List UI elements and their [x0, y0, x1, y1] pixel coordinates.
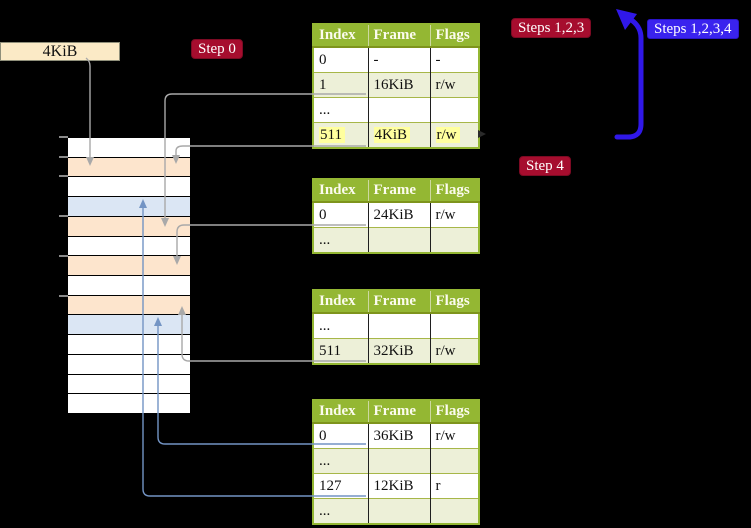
- highlighted-value: r/w: [435, 126, 460, 143]
- table-header-row: Index Frame Flags: [313, 400, 479, 424]
- table-cell: ...: [313, 312, 368, 339]
- table-row: 0 24KiB r/w: [313, 201, 479, 228]
- table-cell: [429, 312, 479, 339]
- column-header-frame: Frame: [367, 179, 430, 203]
- table-row: 1 16KiB r/w: [313, 72, 479, 98]
- table-cell: r/w: [429, 122, 479, 148]
- table-cell: 24KiB: [367, 201, 430, 228]
- column-header-index: Index: [313, 290, 368, 314]
- column-header-index: Index: [313, 179, 368, 203]
- memory-frame-row: [68, 276, 190, 296]
- memory-frame-row: [68, 157, 190, 178]
- table-cell: 511: [313, 122, 368, 148]
- table-cell: [429, 448, 479, 474]
- highlighted-value: 4KiB: [373, 126, 411, 143]
- column-header-frame: Frame: [367, 290, 430, 314]
- memory-frame-row: [68, 315, 190, 336]
- badge-step-4: Step 4: [519, 156, 571, 176]
- table-cell: 12KiB: [367, 473, 430, 499]
- memory-frame-row: [68, 236, 190, 257]
- table-cell: 0: [313, 46, 368, 73]
- memory-frame-row: [68, 216, 190, 237]
- memory-frame-row: [68, 354, 190, 375]
- table-cell: [367, 312, 430, 339]
- table-cell: [367, 498, 430, 524]
- table-cell: 0: [313, 422, 368, 449]
- memory-frame-row: [68, 138, 190, 158]
- table-cell: 1: [313, 72, 368, 98]
- table-cell: r/w: [429, 338, 479, 364]
- table-cell: 32KiB: [367, 338, 430, 364]
- table-row: 127 12KiB r: [313, 473, 479, 499]
- table-cell: r/w: [429, 422, 479, 449]
- table-cell: 16KiB: [367, 72, 430, 98]
- memory-frame-row: [68, 177, 190, 198]
- table-row-highlighted: 511 4KiB r/w: [313, 122, 479, 148]
- table-cell: 36KiB: [367, 422, 430, 449]
- page-table-level-third: Index Frame Flags ... 511 32KiB r/w: [312, 289, 480, 365]
- badge-steps-1-2-3-4: Steps 1,2,3,4: [647, 19, 739, 39]
- memory-frame-row: [68, 335, 190, 355]
- memory-frame-row: [68, 394, 190, 415]
- table-cell: [367, 448, 430, 474]
- table-cell: [367, 227, 430, 253]
- frame-size-label: 4KiB: [0, 42, 120, 61]
- column-header-frame: Frame: [367, 24, 430, 48]
- table-cell: 0: [313, 201, 368, 228]
- table-cell: [367, 97, 430, 123]
- column-header-flags: Flags: [429, 24, 479, 48]
- table-cell: ...: [313, 498, 368, 524]
- table-cell: 4KiB: [367, 122, 430, 148]
- table-cell: -: [367, 46, 430, 73]
- table-row: ...: [313, 227, 479, 253]
- table-row: 0 - -: [313, 46, 479, 73]
- table-cell: 127: [313, 473, 368, 499]
- column-header-frame: Frame: [367, 400, 430, 424]
- table-row: ...: [313, 448, 479, 474]
- table-cell: [429, 227, 479, 253]
- column-header-flags: Flags: [429, 290, 479, 314]
- column-header-flags: Flags: [429, 179, 479, 203]
- table-row: ...: [313, 498, 479, 524]
- column-header-index: Index: [313, 24, 368, 48]
- arrow-translation-loop: [614, 9, 644, 140]
- column-header-index: Index: [313, 400, 368, 424]
- page-table-level-top: Index Frame Flags 0 - - 1 16KiB r/w ... …: [312, 23, 480, 149]
- page-table-level-second: Index Frame Flags 0 24KiB r/w ...: [312, 178, 480, 254]
- table-cell: -: [429, 46, 479, 73]
- page-table-level-bottom: Index Frame Flags 0 36KiB r/w ... 127 12…: [312, 399, 480, 525]
- table-header-row: Index Frame Flags: [313, 179, 479, 203]
- table-cell: r: [429, 473, 479, 499]
- badge-step-0: Step 0: [191, 39, 243, 59]
- table-row: 511 32KiB r/w: [313, 338, 479, 364]
- table-cell: ...: [313, 97, 368, 123]
- table-header-row: Index Frame Flags: [313, 24, 479, 48]
- table-cell: [429, 498, 479, 524]
- memory-frame-row: [68, 374, 190, 395]
- table-cell: ...: [313, 448, 368, 474]
- memory-frame-row: [68, 256, 190, 277]
- memory-frame-row: [68, 295, 190, 316]
- table-row: ...: [313, 312, 479, 339]
- memory-frame-row: [68, 197, 190, 217]
- address-ticks: [59, 136, 68, 297]
- table-header-row: Index Frame Flags: [313, 290, 479, 314]
- table-cell: 511: [313, 338, 368, 364]
- highlighted-value: 511: [319, 126, 345, 143]
- table-cell: r/w: [429, 201, 479, 228]
- table-cell: ...: [313, 227, 368, 253]
- physical-memory-strip: [68, 137, 190, 415]
- table-cell: [429, 97, 479, 123]
- table-row: ...: [313, 97, 479, 123]
- table-row: 0 36KiB r/w: [313, 422, 479, 449]
- badge-steps-1-2-3: Steps 1,2,3: [511, 18, 592, 38]
- column-header-flags: Flags: [429, 400, 479, 424]
- table-cell: r/w: [429, 72, 479, 98]
